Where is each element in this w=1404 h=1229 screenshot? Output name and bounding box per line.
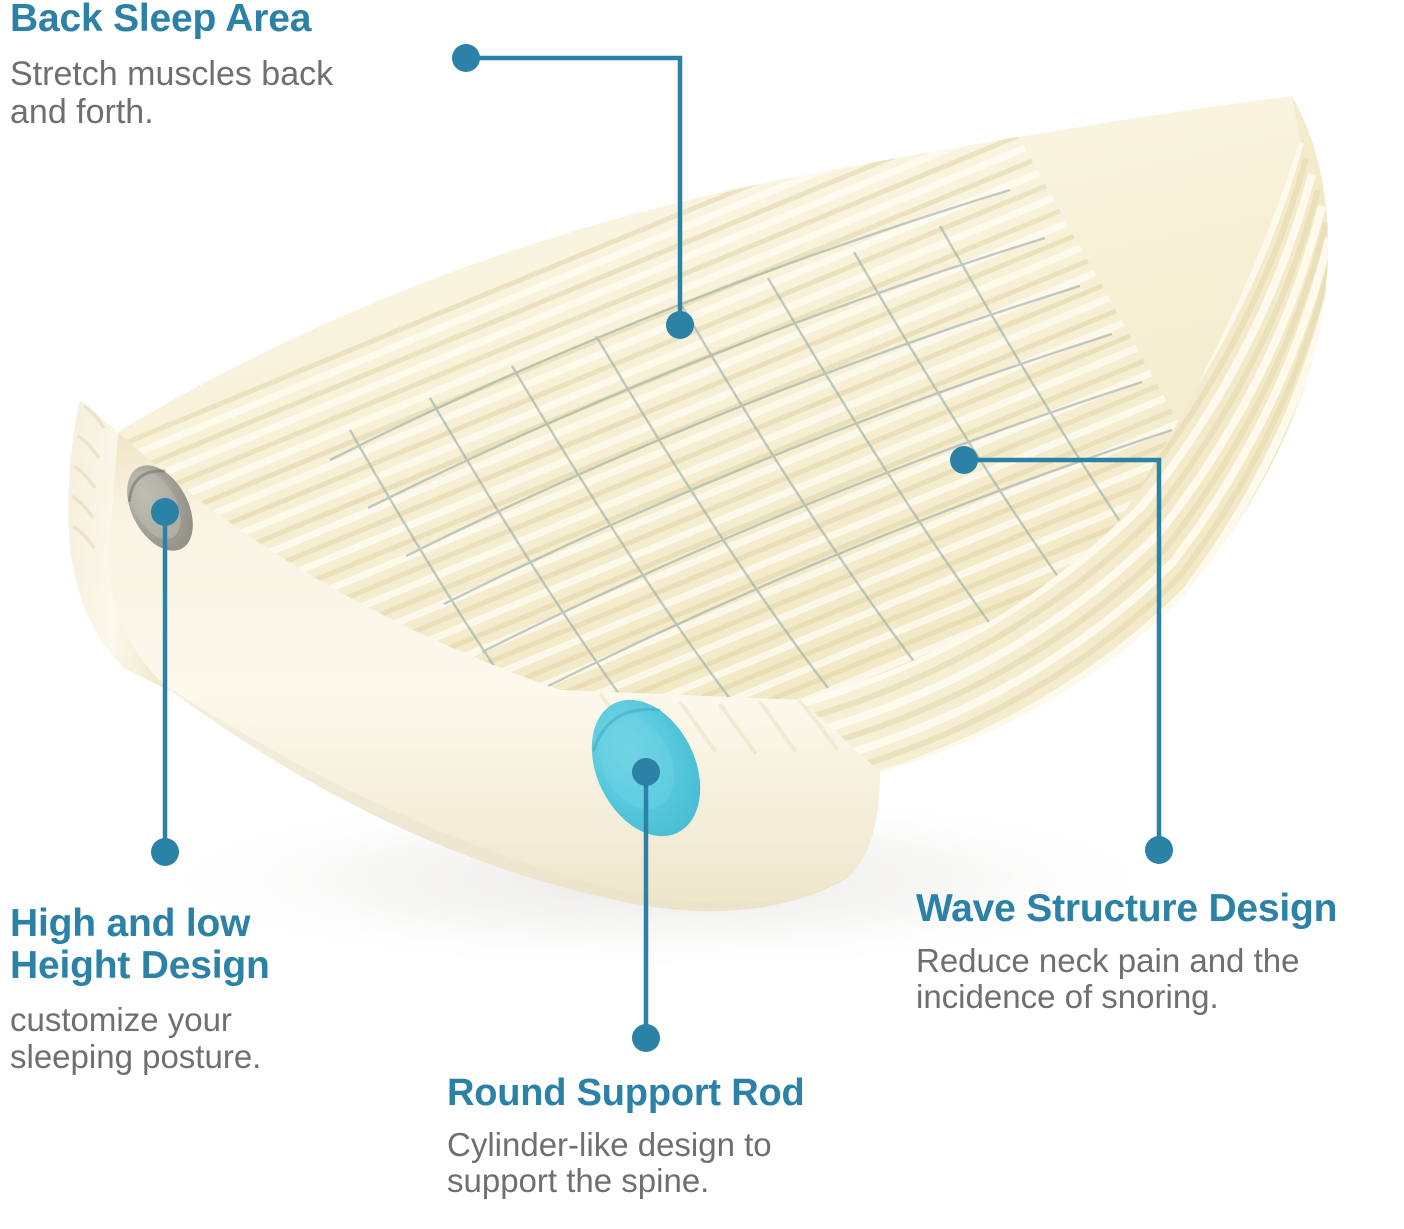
left-end-rib-scallops	[71, 404, 106, 549]
callout-wave-structure-design: Wave Structure Design Reduce neck pain a…	[916, 887, 1404, 1016]
callout-title-high-and-low-height-design: High and low Height Design	[10, 902, 270, 988]
callout-body-wave-structure-design: Reduce neck pain and the incidence of sn…	[916, 942, 1300, 1016]
pillow-left-end	[68, 400, 172, 692]
callout-title-wave-structure-design: Wave Structure Design	[916, 887, 1338, 930]
callout-title-round-support-rod: Round Support Rod	[447, 1072, 805, 1114]
callout-round-support-rod: Round Support Rod Cylinder-like design t…	[447, 1072, 917, 1200]
callout-title-back-sleep-area: Back Sleep Area	[10, 0, 312, 40]
callout-body-back-sleep-area: Stretch muscles back and forth.	[10, 55, 334, 131]
back-sleep-grid	[329, 188, 1173, 700]
callout-body-round-support-rod: Cylinder-like design to support the spin…	[447, 1126, 772, 1200]
callout-body-high-and-low-height-design: customize your sleeping posture.	[10, 1001, 262, 1075]
callout-back-sleep-area: Back Sleep Area Stretch muscles back and…	[10, 0, 430, 131]
callout-high-and-low-height-design: High and low Height Design customize you…	[10, 902, 390, 1075]
